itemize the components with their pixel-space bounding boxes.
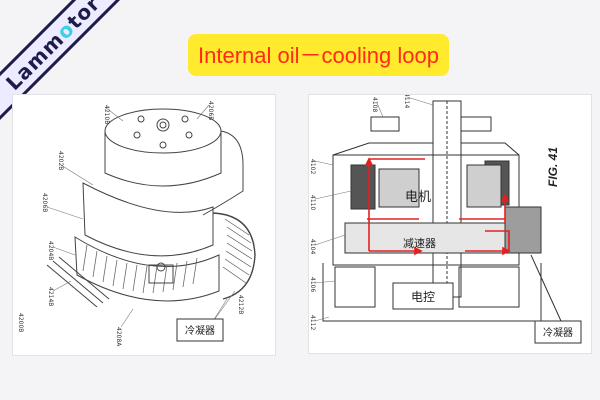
rotor-right [466, 164, 502, 208]
motor-upper-body [104, 131, 222, 187]
cap-bolt [159, 121, 167, 129]
ref-label: 4104 [309, 239, 316, 254]
left-callout-label: 冷凝器 [185, 324, 215, 337]
page-title: Internal oil－cooling loop [188, 34, 449, 76]
motor-label: 电机 [405, 190, 431, 205]
housing-top-step [332, 142, 520, 156]
ref-label: 4200B [17, 313, 24, 332]
condenser-block [504, 206, 542, 254]
right-callout-box [534, 320, 582, 344]
cap-bolt [133, 131, 141, 139]
ref-label: 4110 [309, 195, 316, 210]
left-motor-drawing: 4210B 4206B 4202B 4206B 4204B 4214B 4200… [12, 94, 276, 356]
ref-label: 4114 [403, 95, 410, 108]
terminal-box [148, 264, 174, 284]
ref-label: 4202B [57, 151, 64, 170]
motor-right-side [202, 130, 244, 216]
condenser-leader [530, 254, 562, 322]
leader-lines [314, 96, 434, 322]
oil-flow-loop [364, 157, 511, 256]
control-box [392, 282, 454, 310]
leader-lines [46, 104, 236, 328]
motor-lower-body [74, 236, 220, 302]
left-motor-svg: 4210B 4206B 4202B 4206B 4204B 4214B 4200… [17, 101, 256, 347]
right-section-drawing: 电机 减速器 电控 FIG. 41 4102 4110 4104 4106 41… [308, 94, 592, 354]
cap-bolt [137, 115, 145, 123]
ref-label: 4108 [371, 97, 378, 112]
ref-label: 4206B [207, 101, 214, 120]
cooling-fins [82, 244, 198, 294]
ref-label: 4112 [309, 315, 316, 330]
cap-bolt [185, 131, 193, 139]
ref-label: 4212B [237, 295, 244, 314]
condenser-coil [212, 212, 256, 300]
right-section-svg: 电机 减速器 电控 FIG. 41 4102 4110 4104 4106 41… [309, 95, 582, 344]
rotor-left [378, 168, 420, 208]
lower-bearing-left [334, 266, 376, 308]
reducer-block [344, 222, 522, 254]
motor-mid-body [82, 182, 214, 257]
control-label: 电控 [411, 290, 435, 304]
figure-number-label: FIG. 41 [546, 147, 560, 187]
cap-bolt [156, 118, 170, 132]
top-flange-right [460, 116, 492, 132]
ref-label: 4106 [309, 277, 316, 292]
ref-label: 4206B [41, 193, 48, 212]
ref-label: 4204B [47, 241, 54, 260]
stator-left [350, 164, 376, 210]
ref-label: 4102 [309, 159, 316, 174]
outer-housing [332, 154, 520, 266]
reducer-label: 减速器 [403, 237, 436, 250]
right-callout-label: 冷凝器 [543, 326, 573, 339]
left-callout-box [176, 318, 224, 342]
lower-housing [322, 263, 542, 322]
top-flange-left [370, 116, 400, 132]
cap-bolt [159, 141, 167, 149]
output-shaft [46, 256, 110, 308]
ref-label: 4210B [103, 105, 110, 124]
lower-bearing-right [458, 266, 520, 308]
logo-text-prefix: Lamm [1, 27, 69, 95]
condenser-coil-lines [222, 218, 253, 284]
ref-label: 4214B [47, 287, 54, 306]
ref-label: 4208A [115, 327, 122, 347]
cap-bolt [181, 115, 189, 123]
